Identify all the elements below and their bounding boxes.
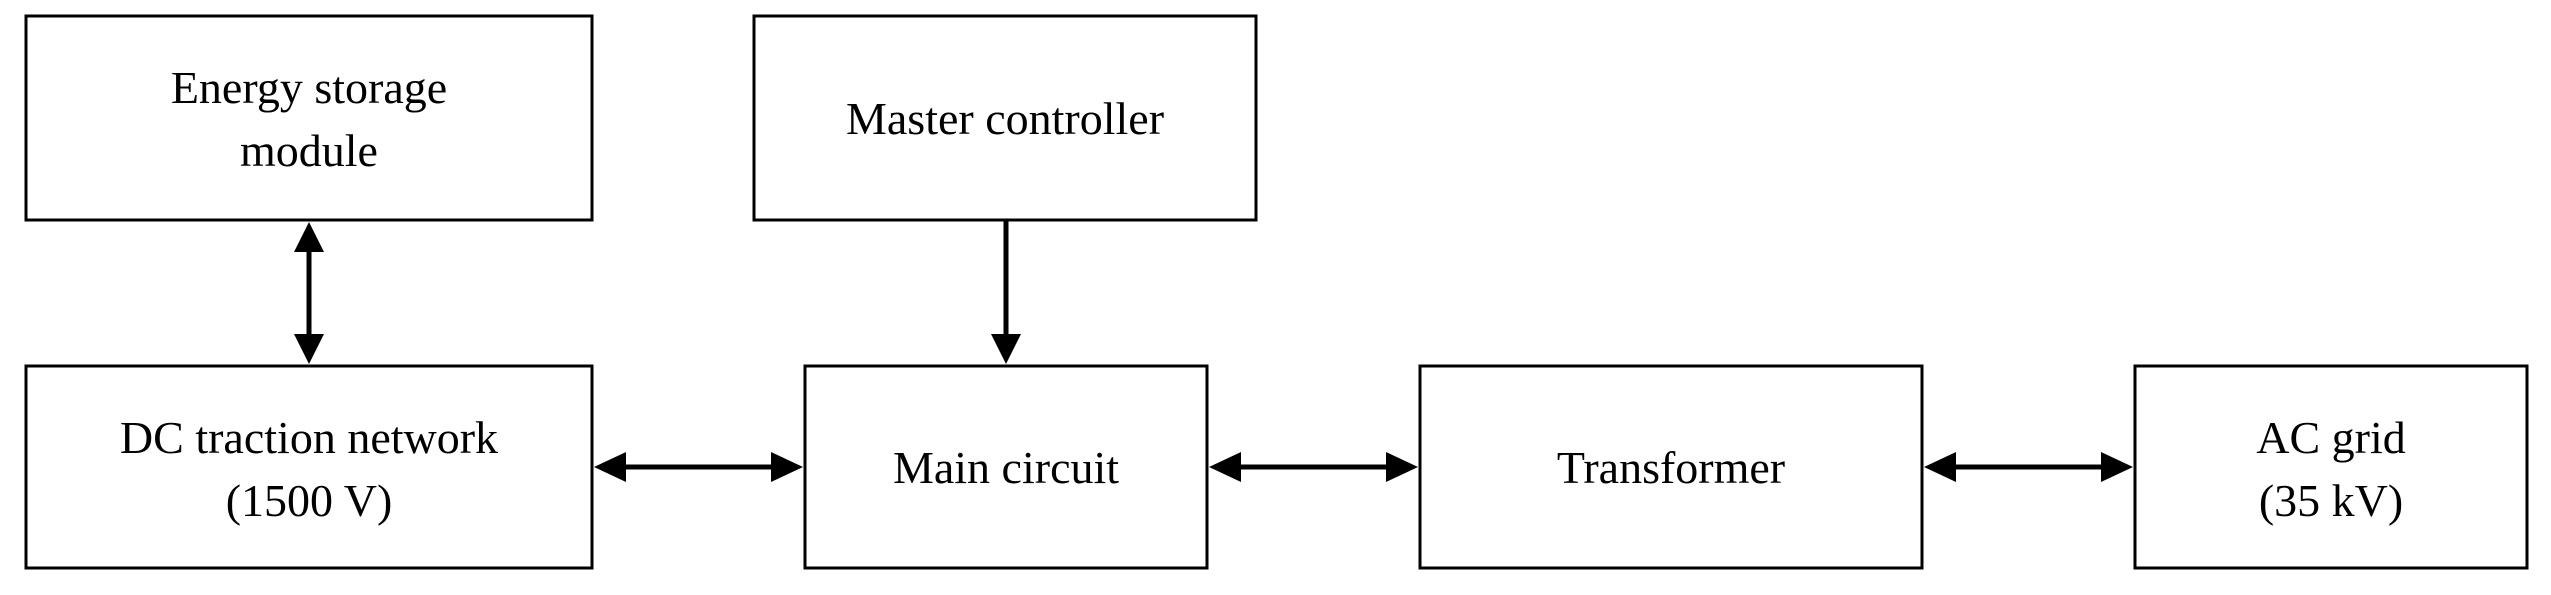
dc-traction-network-label-line1: DC traction network — [120, 412, 498, 463]
energy-storage-module-block: Energy storage module — [24, 14, 594, 222]
arrowhead-down — [991, 334, 1021, 364]
master-controller-label: Master controller — [846, 93, 1164, 144]
master-controller-main-circuit-arrow — [991, 220, 1021, 364]
dc-traction-network-block: DC traction network (1500 V) — [24, 364, 594, 570]
master-controller-box — [752, 14, 1258, 222]
master-controller-block: Master controller — [752, 14, 1258, 222]
arrowhead-right — [2101, 452, 2133, 482]
main-circuit-label: Main circuit — [893, 442, 1119, 493]
arrowhead-right — [1386, 452, 1418, 482]
transformer-block: Transformer — [1418, 364, 1924, 570]
transformer-ac-grid-arrow — [1924, 452, 2133, 482]
main-circuit-block: Main circuit — [803, 364, 1209, 570]
ac-grid-box — [2133, 364, 2529, 570]
main-circuit-transformer-arrow — [1209, 452, 1418, 482]
arrowhead-left — [594, 452, 626, 482]
arrowhead-up — [294, 222, 324, 252]
ac-grid-label-line2: (35 kV) — [2259, 475, 2403, 526]
arrowhead-left — [1209, 452, 1241, 482]
energy-storage-module-box — [24, 14, 594, 222]
arrowhead-right — [771, 452, 803, 482]
main-circuit-box — [803, 364, 1209, 570]
transformer-label: Transformer — [1557, 442, 1785, 493]
energy-storage-module-label-line2: module — [240, 125, 378, 176]
ac-grid-block: AC grid (35 kV) — [2133, 364, 2529, 570]
energy-storage-module-label-line1: Energy storage — [171, 62, 447, 113]
transformer-box — [1418, 364, 1924, 570]
energy-storage-dc-traction-arrow — [294, 222, 324, 364]
arrowhead-down — [294, 334, 324, 364]
dc-traction-network-label-line2: (1500 V) — [226, 475, 393, 526]
dc-traction-network-box — [24, 364, 594, 570]
ac-grid-label-line1: AC grid — [2256, 412, 2406, 463]
dc-traction-main-circuit-arrow — [594, 452, 803, 482]
arrowhead-left — [1924, 452, 1956, 482]
